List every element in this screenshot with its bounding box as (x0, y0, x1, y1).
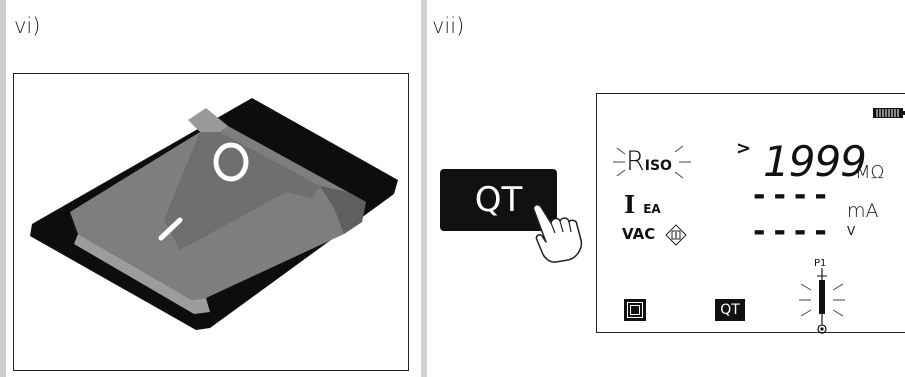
left-panel-separator (0, 0, 6, 377)
rocker-switch-highlight (188, 108, 228, 132)
pointing-hand-icon (532, 204, 583, 263)
rocker-switch-top-face (164, 132, 320, 250)
rocker-switch-side-bevel (320, 186, 366, 234)
qt-indicator-badge: QT (715, 299, 745, 321)
rocker-switch-illustration (30, 98, 398, 330)
insulation-symbol-icon (624, 299, 646, 321)
panel-label-vi: vi) (14, 14, 41, 38)
iea-label-main: I (624, 190, 636, 219)
rocker-switch-lower-lip (74, 234, 210, 314)
riso-blink-indicator (613, 145, 691, 179)
lcd-display: RISO I EA VAC > 1999 MΩ ---- mA ---- V QT… (596, 93, 905, 334)
riso-label-sub: ISO (644, 158, 672, 174)
riso-label-main: R (626, 146, 645, 177)
vac-warning-icon (665, 224, 687, 246)
riso-value: 1999 (763, 137, 867, 186)
riso-unit: MΩ (855, 162, 885, 183)
riso-label: RISO (626, 146, 672, 177)
qt-button-label: QT (474, 180, 523, 220)
rocker-switch-on-symbol (158, 217, 183, 241)
probe-p1-icon (799, 268, 845, 334)
rocker-switch-frame (13, 73, 409, 371)
greater-than-symbol: > (736, 138, 752, 159)
probe-label: P1 (814, 258, 827, 269)
vac-value: ---- (753, 214, 835, 249)
rocker-switch-off-symbol (213, 142, 249, 182)
iea-label: I EA (624, 190, 661, 219)
battery-icon (873, 108, 905, 118)
iea-unit: mA (847, 200, 879, 222)
center-panel-separator (421, 0, 427, 377)
iea-label-sub: EA (643, 202, 661, 216)
vac-unit: V (847, 224, 856, 238)
vac-label: VAC (622, 225, 656, 243)
panel-label-vii: vii) (432, 14, 465, 38)
iea-value: ---- (753, 178, 835, 213)
